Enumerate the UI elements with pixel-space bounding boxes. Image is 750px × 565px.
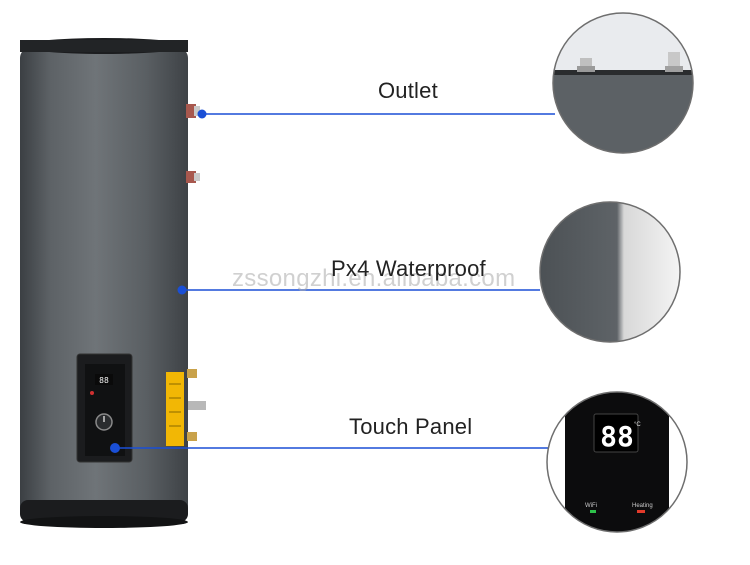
wifi-label: WiFi xyxy=(585,503,597,509)
touch-panel-label: Touch Panel xyxy=(349,414,473,439)
water-heater-tank xyxy=(20,38,188,528)
side-fittings xyxy=(187,369,206,441)
touch-panel-display: 88 xyxy=(600,420,634,453)
outlet-label: Outlet xyxy=(378,78,438,103)
warning-label xyxy=(166,372,184,446)
waterproof-zoom-circle xyxy=(539,201,681,343)
outlet-pipe xyxy=(186,104,200,118)
tank-control-panel xyxy=(76,353,133,463)
inlet-pipe xyxy=(186,171,200,183)
callout-connectors xyxy=(110,109,555,453)
heating-label: Heating xyxy=(632,503,653,509)
tank-panel-display: 88 xyxy=(99,376,109,385)
touch-panel-zoom-circle xyxy=(546,391,688,533)
watermark-text: zssongzhi.en.alibaba.com xyxy=(232,265,516,292)
waterproof-label: Px4 Waterproof xyxy=(331,256,486,281)
degree-unit: °C xyxy=(634,422,641,428)
outlet-zoom-circle xyxy=(552,12,694,154)
